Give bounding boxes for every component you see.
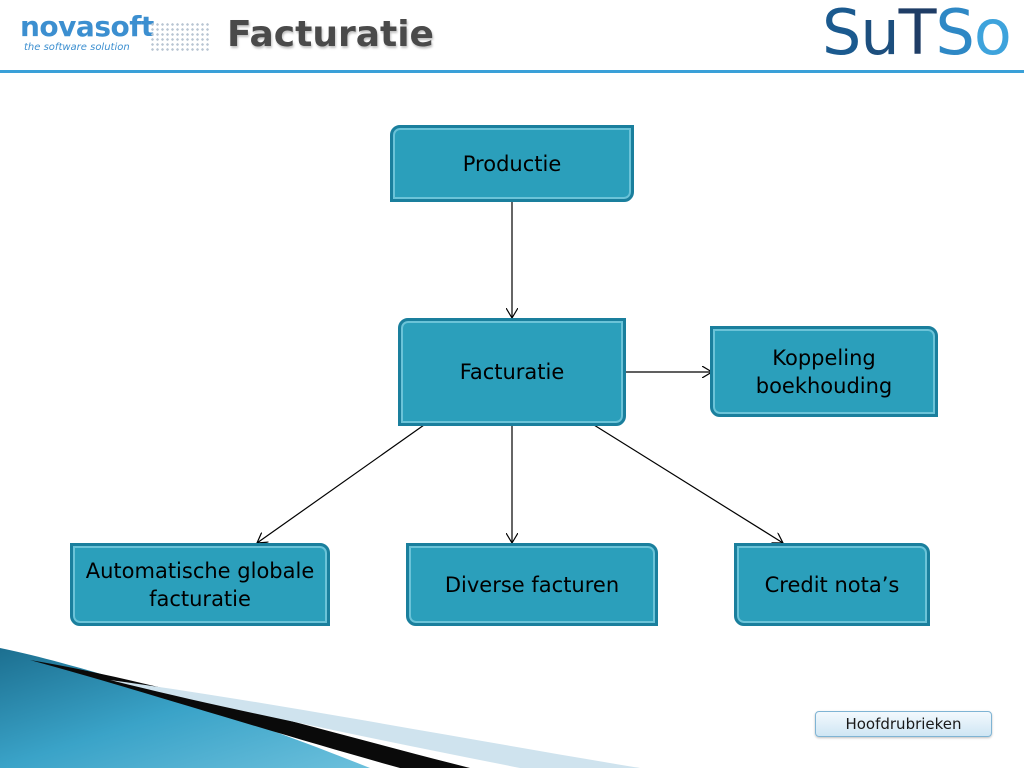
novasoft-logo-text: novasoft (20, 10, 154, 43)
header-divider (0, 70, 1024, 73)
novasoft-tagline: the software solution (24, 42, 130, 53)
novasoft-dot-grid-icon (150, 22, 210, 52)
node-koppeling-boekhouding: Koppeling boekhouding (710, 326, 938, 417)
arrow-facturatie-to-credit (593, 424, 783, 543)
node-credit-label: Credit nota’s (764, 572, 900, 597)
node-productie-label: Productie (462, 151, 562, 176)
node-diverse-facturen: Diverse facturen (406, 543, 658, 626)
node-automatische-globale-facturatie: Automatische globale facturatie (70, 543, 330, 626)
novasoft-logo: novasoft the software solution (20, 10, 210, 58)
hoofdrubrieken-button[interactable]: Hoofdrubrieken (815, 711, 992, 737)
node-productie: Productie (390, 125, 634, 202)
node-credit-notas: Credit nota’s (734, 543, 930, 626)
arrow-facturatie-to-automatische (257, 424, 425, 543)
decorative-swoosh (0, 648, 640, 768)
node-koppeling-label: Koppeling boekhouding (755, 345, 893, 398)
node-facturatie: Facturatie (398, 318, 626, 426)
node-facturatie-label: Facturatie (459, 360, 565, 384)
node-diverse-label: Diverse facturen (444, 572, 620, 597)
page-title: Facturatie (227, 14, 434, 55)
node-automatische-label: Automatische globale facturatie (85, 558, 315, 611)
sutso-logo: SuTSo (822, 0, 1012, 69)
